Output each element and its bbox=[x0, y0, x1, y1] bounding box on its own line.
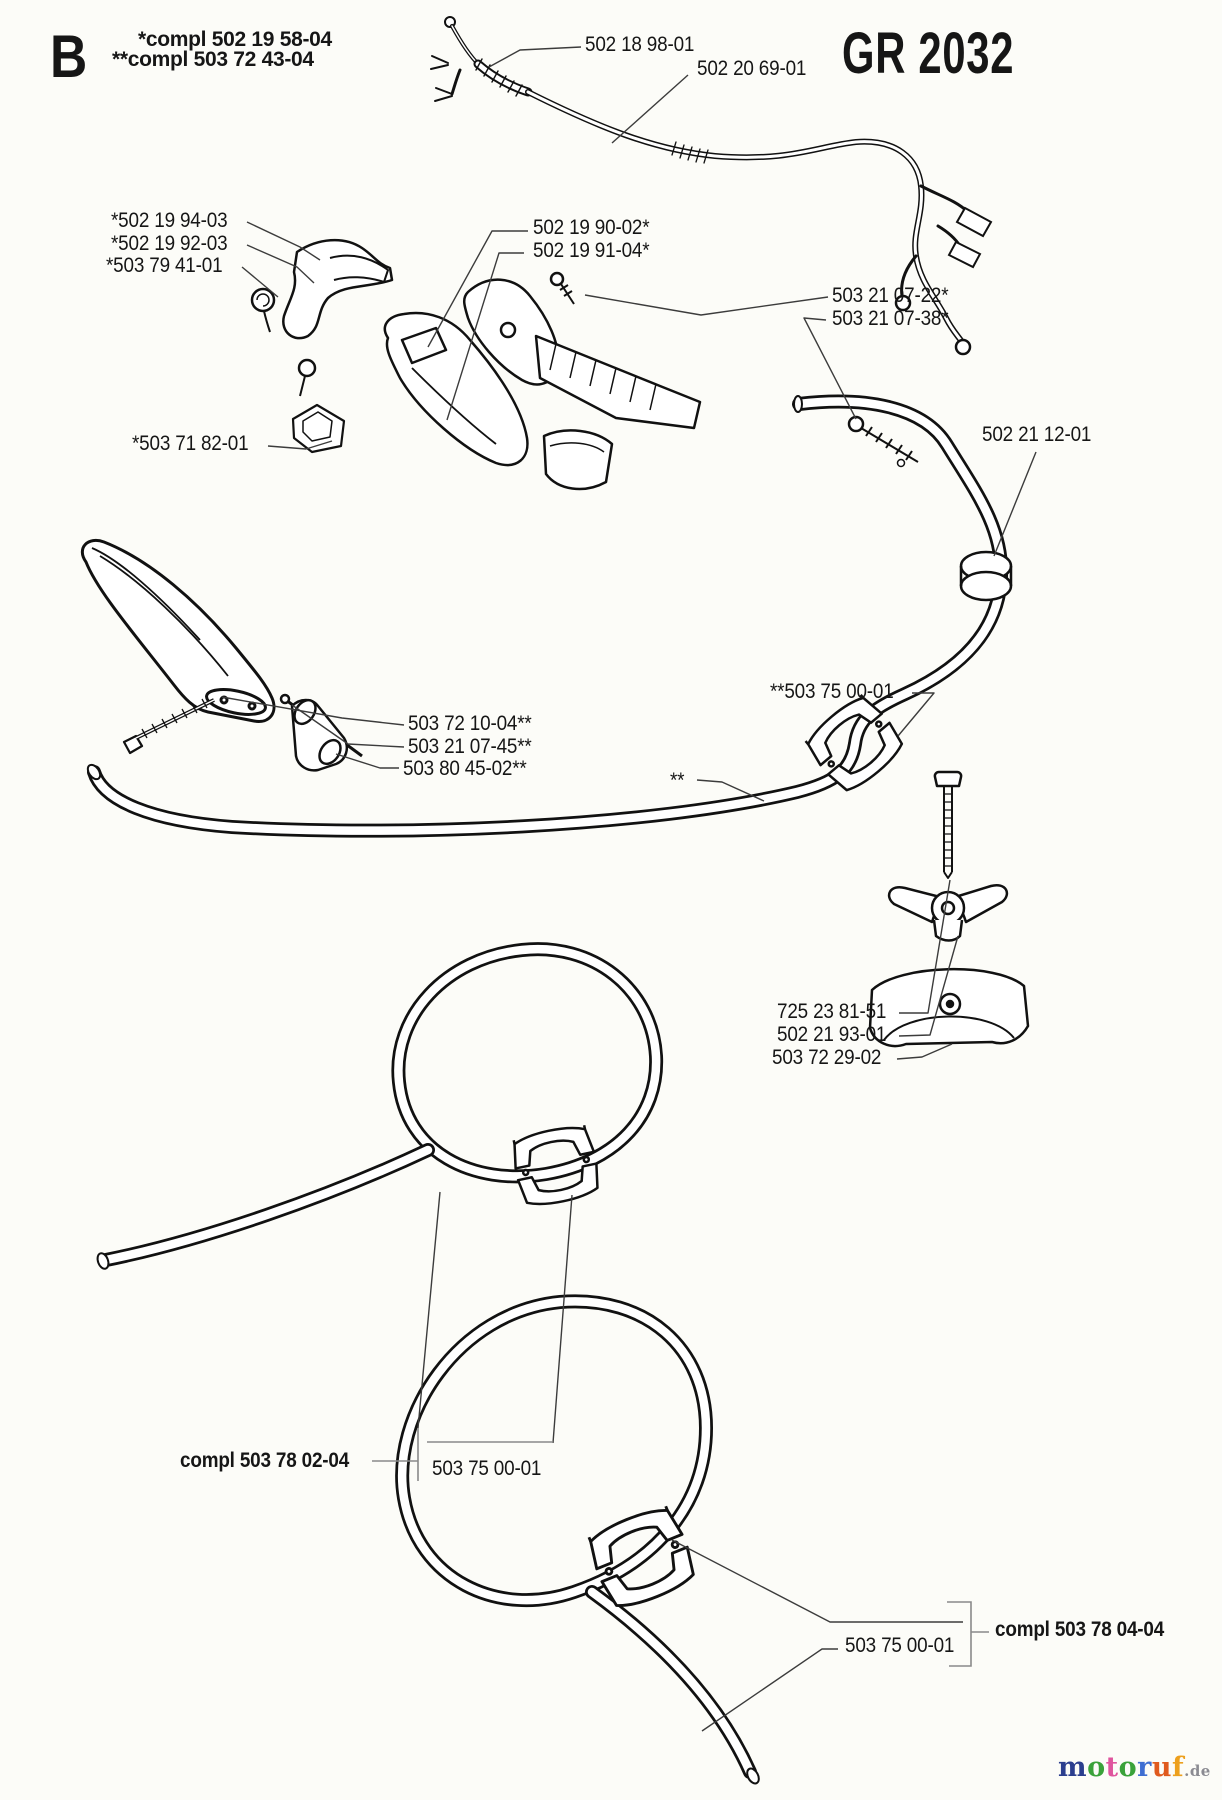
handle-housing bbox=[383, 271, 919, 491]
watermark-letter: o bbox=[1087, 1752, 1106, 1783]
leader-lines bbox=[221, 46, 1037, 1732]
section-letter: B bbox=[50, 23, 88, 90]
part-number-label: **503 75 00-01 bbox=[770, 680, 894, 703]
group-brackets bbox=[372, 1428, 989, 1667]
watermark-letter: o bbox=[1118, 1752, 1138, 1783]
clamp-bolt bbox=[933, 770, 963, 879]
part-number-label: compl 503 78 02-04 bbox=[180, 1449, 350, 1472]
watermark-word: motoruf bbox=[1058, 1752, 1184, 1783]
assembly-note-2: **compl 503 72 43-04 bbox=[112, 48, 314, 71]
model-title: GR 2032 bbox=[842, 21, 1015, 86]
watermark-letter: f bbox=[1171, 1752, 1185, 1783]
stop-switch bbox=[291, 403, 346, 454]
part-number-label: 502 21 93-01 bbox=[777, 1023, 887, 1046]
part-number-label: 502 19 90-02* bbox=[533, 216, 650, 239]
part-number-label: 503 72 29-02 bbox=[772, 1046, 882, 1069]
part-number-label: 502 21 12-01 bbox=[982, 423, 1092, 446]
part-number-label: 502 20 69-01 bbox=[697, 57, 807, 80]
grip-clamp bbox=[279, 693, 363, 772]
part-number-label: 503 21 07-38* bbox=[832, 307, 949, 330]
clamp-plate bbox=[868, 968, 1030, 1048]
loop-handle-mid bbox=[96, 942, 664, 1270]
part-number-label: *502 19 94-03 bbox=[111, 209, 228, 232]
part-number-label: 503 21 07-45** bbox=[408, 735, 532, 758]
part-number-label: 503 75 00-01 bbox=[432, 1457, 542, 1480]
watermark: motoruf.de bbox=[1058, 1752, 1211, 1783]
part-number-label: *503 79 41-01 bbox=[106, 254, 223, 277]
part-number-label: 503 75 00-01 bbox=[845, 1634, 955, 1657]
part-number-label: *503 71 82-01 bbox=[132, 432, 249, 455]
loop-handle-bottom bbox=[395, 1294, 760, 1785]
part-number-label: 502 18 98-01 bbox=[585, 33, 695, 56]
part-number-label: 725 23 81-51 bbox=[777, 1000, 887, 1023]
left-grip bbox=[80, 539, 276, 755]
part-number-label: ** bbox=[670, 769, 685, 792]
part-number-label: compl 503 78 04-04 bbox=[995, 1618, 1165, 1641]
watermark-letter: r bbox=[1137, 1752, 1152, 1783]
watermark-letter: u bbox=[1151, 1752, 1172, 1783]
part-number-label: 503 21 07-22* bbox=[832, 284, 949, 307]
assembly-note-1: *compl 502 19 58-04 bbox=[138, 28, 332, 51]
part-number-label: 503 72 10-04** bbox=[408, 712, 532, 735]
part-number-label: 502 19 91-04* bbox=[533, 239, 650, 262]
part-number-label: *502 19 92-03 bbox=[111, 232, 228, 255]
handlebar-grommet bbox=[959, 550, 1013, 602]
watermark-letter: m bbox=[1058, 1752, 1088, 1783]
throttle-cable-assembly bbox=[430, 16, 993, 356]
handlebar-upper bbox=[86, 394, 1009, 838]
watermark-suffix: .de bbox=[1184, 1762, 1211, 1780]
wing-nut bbox=[887, 883, 1009, 942]
throttle-trigger-parts bbox=[250, 238, 394, 397]
part-number-label: 503 80 45-02** bbox=[403, 757, 527, 780]
watermark-letter: t bbox=[1105, 1752, 1119, 1783]
